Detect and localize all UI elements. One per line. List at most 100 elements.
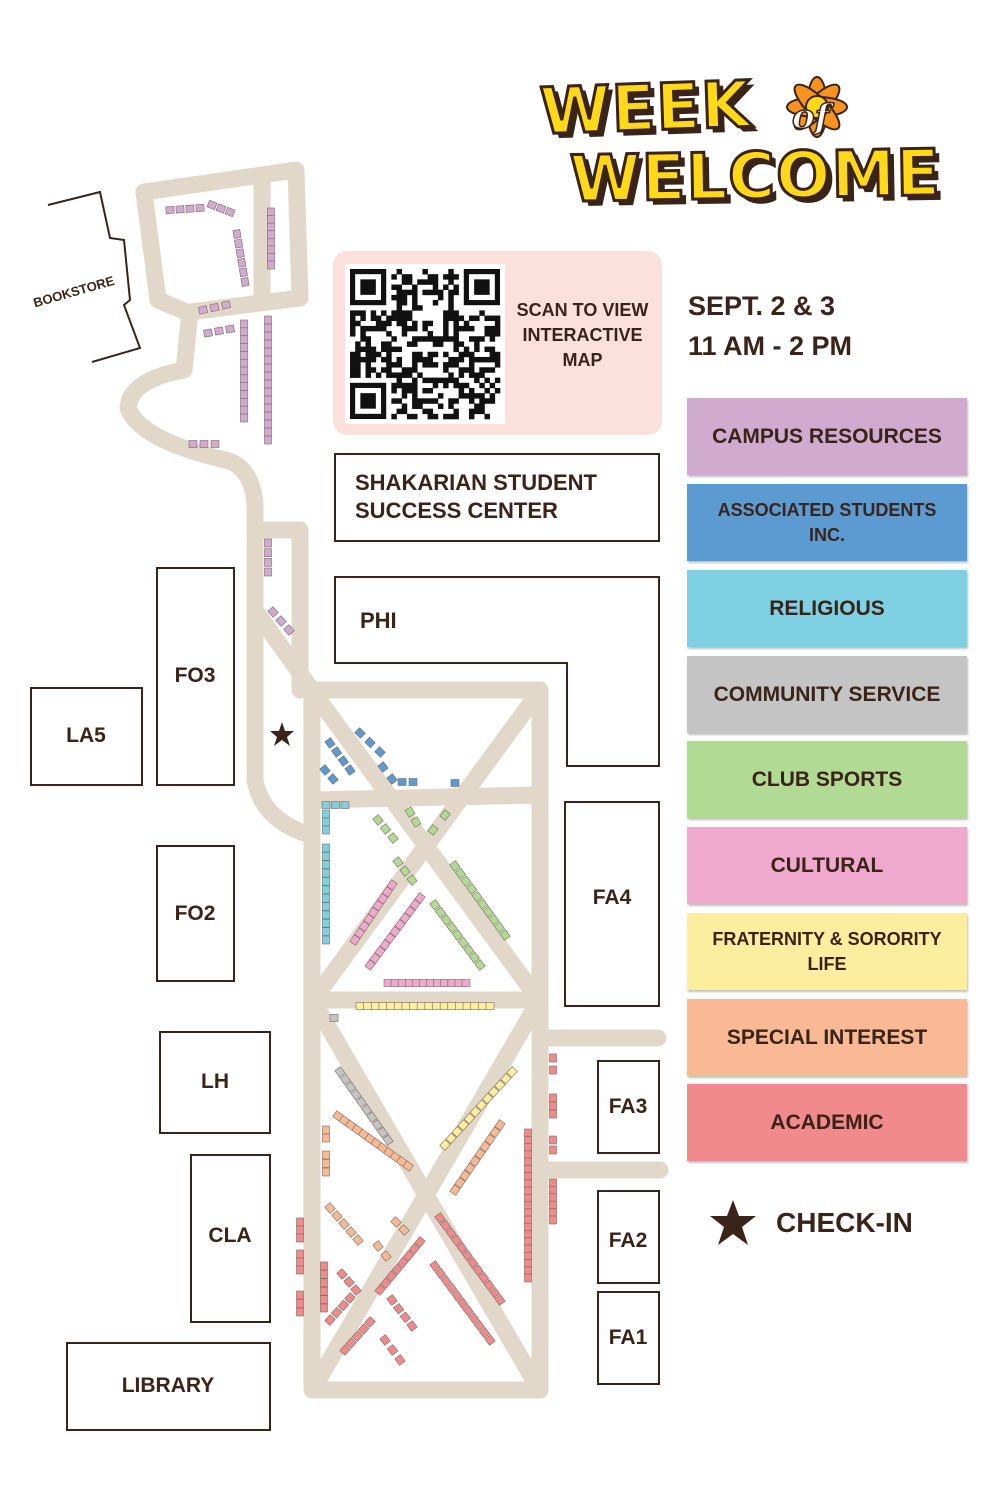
booth-marker bbox=[264, 435, 272, 445]
legend-item-fraternity-sorority-life: FRATERNITY & SORORITY LIFE bbox=[687, 913, 967, 990]
booth-marker bbox=[364, 959, 376, 971]
booth-marker bbox=[296, 1233, 304, 1243]
booth-marker bbox=[524, 1222, 532, 1232]
booth-marker bbox=[320, 1270, 328, 1279]
booth-marker bbox=[322, 927, 330, 936]
event-title: WEEK of WELCOME bbox=[520, 62, 970, 222]
booth-marker bbox=[386, 1294, 398, 1306]
booth-marker bbox=[267, 260, 275, 270]
booth-marker bbox=[331, 1210, 343, 1222]
booth-marker bbox=[237, 257, 247, 268]
booth-marker bbox=[549, 1145, 557, 1155]
title-of: of bbox=[791, 96, 830, 138]
booth-marker bbox=[427, 824, 439, 836]
booth-marker bbox=[345, 1337, 357, 1349]
booth-marker bbox=[345, 1081, 357, 1093]
booth-marker bbox=[467, 1312, 480, 1324]
booth-marker bbox=[322, 885, 330, 895]
booth-marker bbox=[322, 843, 330, 853]
legend-item-club-sports: CLUB SPORTS bbox=[687, 741, 967, 818]
booth-marker bbox=[463, 944, 475, 956]
booth-marker bbox=[394, 919, 406, 931]
fo3-label: FO3 bbox=[175, 664, 216, 687]
booth-marker bbox=[322, 877, 330, 886]
booth-marker bbox=[344, 1292, 356, 1304]
booth-marker bbox=[379, 939, 391, 951]
legend-item-religious: RELIGIOUS bbox=[687, 570, 967, 647]
booth-marker bbox=[475, 1099, 488, 1111]
booth-marker bbox=[339, 1073, 351, 1086]
booth-marker bbox=[439, 809, 451, 821]
booth-marker bbox=[380, 1277, 392, 1289]
booth-marker bbox=[209, 302, 220, 313]
booth-marker bbox=[322, 860, 330, 870]
booth-marker bbox=[549, 1208, 557, 1217]
booth-marker bbox=[322, 1159, 330, 1168]
booth-marker bbox=[264, 331, 272, 341]
booth-marker bbox=[387, 832, 399, 844]
booth-marker bbox=[320, 1286, 328, 1296]
legend-item-associated-students-inc: ASSOCIATED STUDENTS INC. bbox=[687, 484, 967, 561]
booth-marker bbox=[264, 427, 272, 437]
booth-marker bbox=[524, 1259, 532, 1268]
shakarian-label-line2: SUCCESS CENTER bbox=[355, 498, 558, 523]
booth-marker bbox=[240, 343, 248, 352]
booth-marker bbox=[337, 1299, 350, 1312]
booth-marker bbox=[377, 761, 389, 773]
booth-marker bbox=[195, 203, 205, 213]
booth-marker bbox=[524, 1186, 532, 1196]
booth-marker bbox=[455, 1002, 464, 1010]
booth-marker bbox=[345, 1226, 357, 1238]
booth-marker bbox=[494, 1079, 506, 1092]
booth-marker bbox=[322, 1167, 330, 1177]
building-fa4 bbox=[564, 801, 660, 1007]
booth-marker bbox=[220, 300, 232, 310]
booth-marker bbox=[240, 351, 248, 360]
booth-marker bbox=[321, 801, 331, 809]
booth-marker bbox=[549, 1178, 557, 1188]
booth-marker bbox=[386, 1344, 399, 1356]
booth-marker bbox=[506, 1066, 518, 1078]
booth-marker bbox=[382, 1134, 394, 1146]
booth-marker bbox=[451, 1289, 463, 1302]
booth-marker bbox=[355, 1002, 365, 1010]
booth-marker bbox=[267, 222, 275, 232]
booth-marker bbox=[322, 910, 330, 920]
booth-marker bbox=[267, 207, 275, 217]
booth-marker bbox=[459, 1169, 471, 1182]
booth-marker bbox=[478, 1002, 487, 1010]
flower-icon bbox=[786, 76, 848, 138]
qr-code-icon[interactable] bbox=[345, 264, 505, 424]
booth-marker bbox=[457, 1119, 469, 1131]
star-icon bbox=[710, 1200, 756, 1245]
fa3-label: FA3 bbox=[609, 1095, 648, 1118]
booth-marker bbox=[267, 253, 275, 262]
booth-marker bbox=[264, 379, 272, 389]
booth-marker bbox=[440, 914, 452, 926]
legend-item-cultural: CULTURAL bbox=[687, 827, 967, 904]
booth-marker bbox=[409, 898, 421, 911]
booth-marker bbox=[240, 319, 248, 329]
booth-marker bbox=[489, 1126, 501, 1138]
booth-marker bbox=[379, 1334, 391, 1346]
booth-marker bbox=[386, 773, 398, 785]
booth-marker bbox=[210, 440, 220, 448]
booth-marker bbox=[240, 390, 248, 399]
booth-marker bbox=[240, 374, 248, 384]
booth-marker bbox=[232, 229, 242, 239]
booth-marker bbox=[322, 918, 330, 928]
building-fo3 bbox=[156, 567, 235, 786]
booth-marker bbox=[185, 204, 195, 213]
booth-marker bbox=[478, 1326, 491, 1339]
booth-marker bbox=[188, 440, 198, 448]
library-label: LIBRARY bbox=[122, 1374, 215, 1397]
booth-marker bbox=[404, 905, 416, 918]
booth-marker bbox=[264, 371, 272, 381]
booth-marker bbox=[397, 1256, 409, 1269]
booth-marker bbox=[339, 1344, 351, 1356]
booth-marker bbox=[402, 1249, 415, 1262]
booth-marker bbox=[472, 1264, 484, 1276]
booth-marker bbox=[439, 1219, 452, 1232]
booth-marker bbox=[199, 440, 209, 448]
booth-marker bbox=[296, 1257, 304, 1267]
